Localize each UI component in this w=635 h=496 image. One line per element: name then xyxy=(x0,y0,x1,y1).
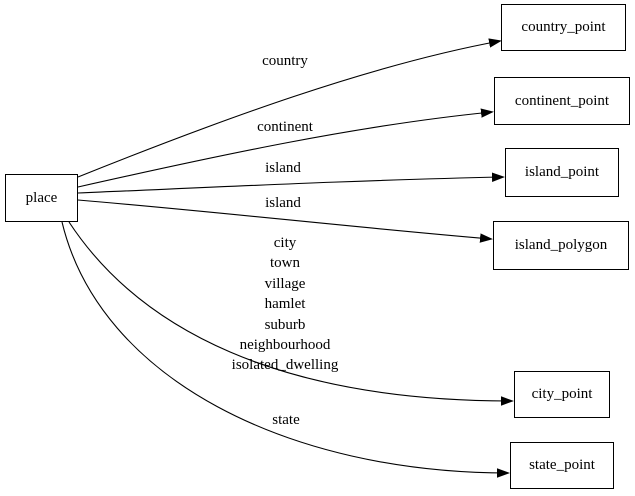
edge-label-city-group: city town village hamlet suburb neighbou… xyxy=(231,235,339,374)
edge-label-island-point: island xyxy=(265,160,301,176)
edge-place-island-polygon xyxy=(77,199,493,243)
node-island-polygon-label: island_polygon xyxy=(514,237,608,253)
node-city-point: city_point xyxy=(514,371,610,418)
edge-place-continent-point xyxy=(77,108,494,188)
node-state-point-label: state_point xyxy=(529,457,595,473)
node-place: place xyxy=(5,174,78,222)
edge-label-continent: continent xyxy=(257,119,313,135)
node-city-point-label: city_point xyxy=(531,386,593,402)
node-country-point: country_point xyxy=(501,4,626,51)
edge-label-island-polygon: island xyxy=(265,195,301,211)
node-continent-point-label: continent_point xyxy=(514,92,610,109)
edge-place-state-point xyxy=(61,221,510,478)
edge-label-country: country xyxy=(262,53,308,69)
node-island-polygon: island_polygon xyxy=(493,221,629,270)
node-island-point: island_point xyxy=(505,148,619,197)
edge-place-city-point xyxy=(68,221,514,406)
node-place-label: place xyxy=(25,189,58,206)
node-continent-point: continent_point xyxy=(494,77,630,125)
edge-label-state: state xyxy=(272,412,300,428)
node-country-point-label: country_point xyxy=(521,19,606,35)
node-state-point: state_point xyxy=(510,442,614,489)
node-island-point-label: island_point xyxy=(524,164,600,180)
edge-place-country-point xyxy=(77,38,502,178)
edge-place-island-point xyxy=(77,172,505,194)
